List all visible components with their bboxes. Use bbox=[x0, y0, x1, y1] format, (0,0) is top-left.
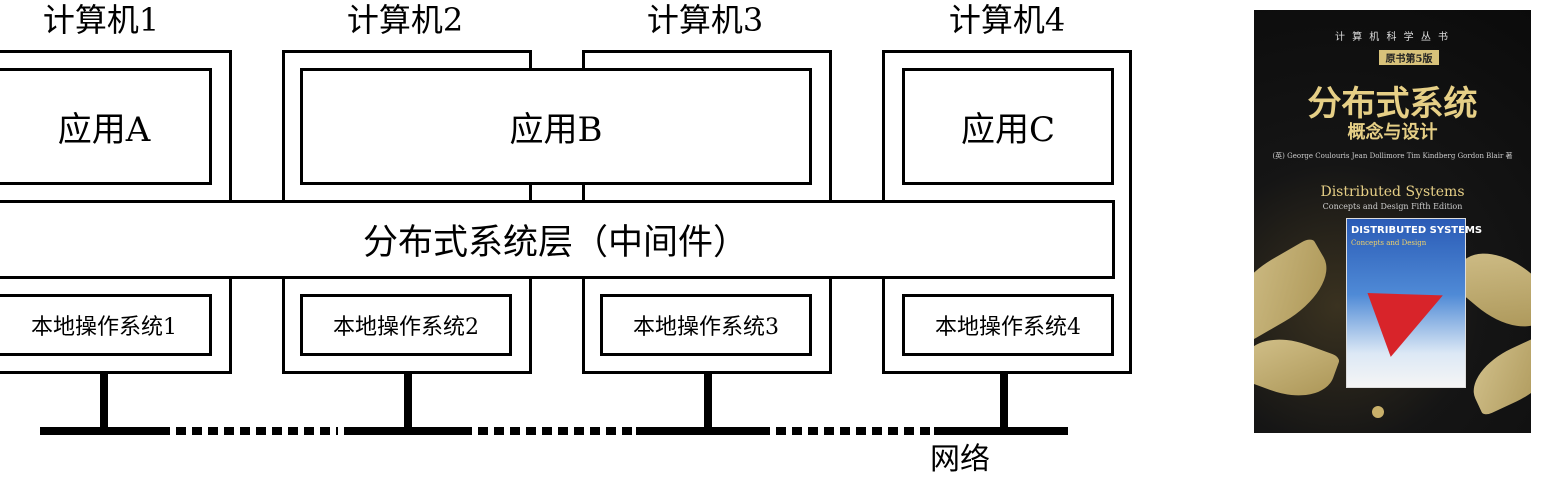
decorative-leaf bbox=[1254, 326, 1341, 409]
network-connector-4 bbox=[1000, 372, 1008, 430]
local-os-3: 本地操作系统3 bbox=[600, 294, 812, 356]
network-segment bbox=[40, 427, 170, 435]
book-cover: 计 算 机 科 学 丛 书 原书第5版 分布式系统 概念与设计 (英) Geor… bbox=[1254, 10, 1531, 433]
network-connector-2 bbox=[404, 372, 412, 430]
network-dotted-segment bbox=[478, 427, 636, 435]
local-os-4: 本地操作系统4 bbox=[902, 294, 1114, 356]
decorative-leaf bbox=[1462, 333, 1531, 417]
decorative-leaf bbox=[1254, 236, 1342, 344]
book-title-cn: 分布式系统 bbox=[1307, 84, 1478, 124]
book-cover-photo: DISTRIBUTED SYSTEMS Concepts and Design bbox=[1346, 218, 1482, 388]
application-c: 应用C bbox=[902, 68, 1114, 185]
book-subtitle-cn: 概念与设计 bbox=[1347, 122, 1438, 143]
book-series: 计 算 机 科 学 丛 书 bbox=[1334, 32, 1451, 43]
local-os-2: 本地操作系统2 bbox=[300, 294, 512, 356]
paper-plane-image bbox=[1367, 269, 1457, 357]
local-os-1: 本地操作系统1 bbox=[0, 294, 212, 356]
network-segment bbox=[344, 427, 472, 435]
book-subtitle-en: Concepts and Design Fifth Edition bbox=[1322, 202, 1463, 211]
middleware-layer: 分布式系统层（中间件） bbox=[0, 200, 1115, 279]
book-title-en: Distributed Systems bbox=[1320, 184, 1465, 200]
network-connector-3 bbox=[704, 372, 712, 430]
computer-2-label: 计算机2 bbox=[346, 1, 464, 39]
network-label: 网络 bbox=[930, 442, 990, 477]
publisher-logo bbox=[1372, 406, 1384, 418]
network-segment bbox=[934, 427, 1068, 435]
inner-cover-title: DISTRIBUTED SYSTEMS bbox=[1351, 225, 1483, 236]
computer-3-label: 计算机3 bbox=[646, 1, 764, 39]
network-segment bbox=[636, 427, 770, 435]
book-edition-badge: 原书第5版 bbox=[1379, 50, 1439, 65]
book-authors: (英) George Coulouris Jean Dollimore Tim … bbox=[1272, 152, 1513, 160]
inner-cover-subtitle: Concepts and Design bbox=[1351, 239, 1427, 247]
network-dotted-segment bbox=[776, 427, 932, 435]
computer-4-label: 计算机4 bbox=[948, 1, 1066, 39]
application-b: 应用B bbox=[300, 68, 812, 185]
computer-1-label: 计算机1 bbox=[42, 1, 160, 39]
network-dotted-segment bbox=[176, 427, 338, 435]
application-a: 应用A bbox=[0, 68, 212, 185]
network-connector-1 bbox=[100, 372, 108, 430]
